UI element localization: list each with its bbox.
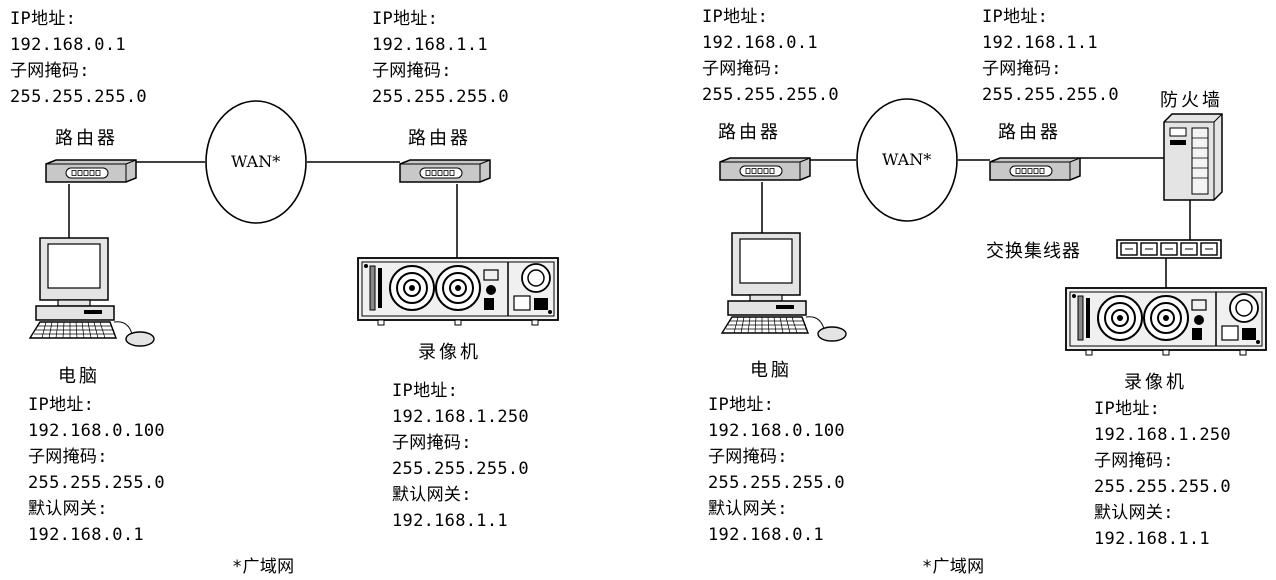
pc-mask: 255.255.255.0 <box>28 473 165 493</box>
mask-label: 子网掩码: <box>28 447 108 467</box>
pc-info: IP地址: 192.168.0.100 子网掩码: 255.255.255.0 … <box>28 392 165 548</box>
mask-label: 子网掩码: <box>372 61 452 81</box>
gateway-label: 默认网关: <box>28 499 108 519</box>
mask-label: 子网掩码: <box>708 447 788 467</box>
mask-label: 子网掩码: <box>1094 451 1174 471</box>
recorder-ip: 192.168.1.250 <box>1094 425 1231 445</box>
router-b-info: IP地址: 192.168.1.1 子网掩码: 255.255.255.0 <box>982 4 1119 108</box>
firewall-icon <box>1163 113 1223 201</box>
router-a-label: 路由器 <box>55 128 118 149</box>
switching-hub-icon <box>1116 239 1222 259</box>
ip-label: IP地址: <box>982 7 1049 27</box>
recorder-info: IP地址: 192.168.1.250 子网掩码: 255.255.255.0 … <box>1094 396 1231 552</box>
footnote: *广域网 <box>232 557 295 577</box>
router-icon <box>719 157 811 181</box>
pc-label: 电脑 <box>58 366 100 387</box>
router-a-info: IP地址: 192.168.0.1 子网掩码: 255.255.255.0 <box>702 4 839 108</box>
recorder-ip: 192.168.1.250 <box>392 407 529 427</box>
router-a-info: IP地址: 192.168.0.1 子网掩码: 255.255.255.0 <box>10 6 147 110</box>
recorder-label: 录像机 <box>418 342 481 363</box>
router-b-label: 路由器 <box>408 128 471 149</box>
router-a-ip: 192.168.0.1 <box>702 33 818 53</box>
gateway-label: 默认网关: <box>1094 503 1174 523</box>
router-a-label: 路由器 <box>718 122 781 143</box>
gateway-label: 默认网关: <box>392 485 472 505</box>
recorder-gateway: 192.168.1.1 <box>392 511 508 531</box>
router-icon <box>45 159 137 183</box>
router-b-label: 路由器 <box>998 122 1061 143</box>
mask-label: 子网掩码: <box>982 59 1062 79</box>
router-icon <box>399 159 491 183</box>
router-a-mask: 255.255.255.0 <box>10 87 147 107</box>
router-b-ip: 192.168.1.1 <box>372 35 488 55</box>
ip-label: IP地址: <box>28 395 95 415</box>
pc-info: IP地址: 192.168.0.100 子网掩码: 255.255.255.0 … <box>708 392 845 548</box>
ip-label: IP地址: <box>702 7 769 27</box>
ip-label: IP地址: <box>1094 399 1161 419</box>
pc-mask: 255.255.255.0 <box>708 473 845 493</box>
pc-label: 电脑 <box>750 360 792 381</box>
ip-label: IP地址: <box>392 381 459 401</box>
pc-gateway: 192.168.0.1 <box>28 525 144 545</box>
router-icon <box>989 157 1081 181</box>
wan-cloud <box>856 98 958 222</box>
pc-ip: 192.168.0.100 <box>708 421 845 441</box>
recorder-mask: 255.255.255.0 <box>392 459 529 479</box>
wan-cloud <box>205 100 307 224</box>
mask-label: 子网掩码: <box>392 433 472 453</box>
wan-label: WAN* <box>882 150 932 169</box>
recorder-gateway: 192.168.1.1 <box>1094 529 1210 549</box>
mask-label: 子网掩码: <box>702 59 782 79</box>
ip-label: IP地址: <box>372 9 439 29</box>
router-b-mask: 255.255.255.0 <box>372 87 509 107</box>
ip-label: IP地址: <box>10 9 77 29</box>
computer-icon <box>721 232 847 342</box>
router-a-ip: 192.168.0.1 <box>10 35 126 55</box>
router-a-mask: 255.255.255.0 <box>702 85 839 105</box>
wan-label: WAN* <box>231 152 281 171</box>
router-b-ip: 192.168.1.1 <box>982 33 1098 53</box>
router-b-mask: 255.255.255.0 <box>982 85 1119 105</box>
recorder-icon <box>357 257 559 326</box>
switching-hub-label: 交换集线器 <box>986 241 1081 262</box>
recorder-label: 录像机 <box>1124 372 1187 393</box>
recorder-info: IP地址: 192.168.1.250 子网掩码: 255.255.255.0 … <box>392 378 529 534</box>
gateway-label: 默认网关: <box>708 499 788 519</box>
firewall-label: 防火墙 <box>1160 90 1223 111</box>
pc-gateway: 192.168.0.1 <box>708 525 824 545</box>
footnote: *广域网 <box>922 557 985 577</box>
computer-icon <box>29 237 155 347</box>
ip-label: IP地址: <box>708 395 775 415</box>
recorder-icon <box>1065 287 1267 356</box>
recorder-mask: 255.255.255.0 <box>1094 477 1231 497</box>
pc-ip: 192.168.0.100 <box>28 421 165 441</box>
mask-label: 子网掩码: <box>10 61 90 81</box>
router-b-info: IP地址: 192.168.1.1 子网掩码: 255.255.255.0 <box>372 6 509 110</box>
